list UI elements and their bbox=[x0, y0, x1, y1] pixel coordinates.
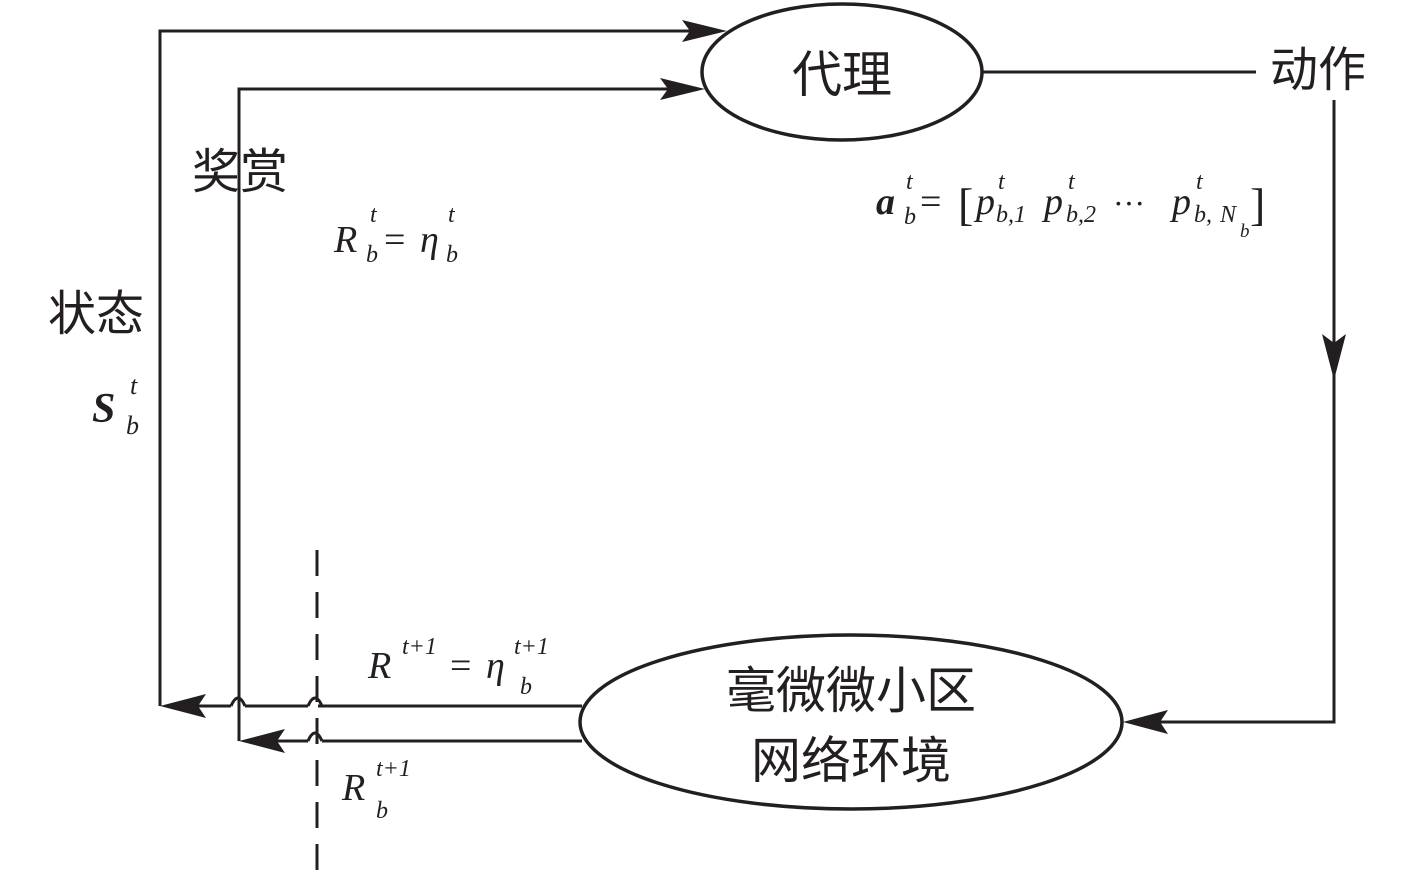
pN-sub: N bbox=[1219, 202, 1238, 228]
arrowhead-state-out bbox=[160, 694, 206, 718]
state-t-S: S bbox=[92, 386, 115, 432]
agent-node: 代理 bbox=[700, 2, 984, 142]
reward-b-t1-sub: b bbox=[376, 798, 388, 824]
state-label: 状态 bbox=[48, 286, 144, 342]
reward-b-t1-R: R bbox=[341, 767, 365, 809]
environment-label-line2: 网络环境 bbox=[751, 732, 951, 790]
reward-t1-R: R bbox=[367, 645, 391, 687]
reward-line-hop-dashed bbox=[306, 731, 324, 742]
state-t-sup: t bbox=[130, 371, 138, 400]
action-label: 动作 bbox=[1270, 42, 1366, 98]
reward-t-eta-sup: t bbox=[448, 202, 456, 228]
p1-symbol: p bbox=[973, 181, 995, 223]
reward-t-eq: = bbox=[384, 219, 405, 261]
action-line bbox=[982, 70, 1336, 724]
action-rbracket: ] bbox=[1250, 179, 1265, 230]
arrowhead-action-down bbox=[1322, 334, 1346, 380]
reward-t-eta-sub: b bbox=[446, 242, 458, 268]
reward-label: 奖赏 bbox=[192, 144, 288, 200]
environment-label-line1: 毫微微小区 bbox=[726, 662, 976, 720]
ellipsis: ··· bbox=[1113, 185, 1145, 221]
action-symbol: a bbox=[876, 181, 895, 223]
p2-sub: b,2 bbox=[1066, 202, 1096, 228]
action-equals: = bbox=[920, 181, 941, 223]
pN-sup: t bbox=[1196, 169, 1204, 195]
action-sub: b bbox=[904, 204, 916, 230]
reward-t-formula: R t b = η t b bbox=[333, 202, 458, 268]
arrowhead-state-to-agent bbox=[682, 20, 727, 42]
agent-ellipse bbox=[700, 2, 984, 142]
reward-t1-R-sup: t+1 bbox=[402, 634, 437, 660]
action-sup: t bbox=[906, 169, 914, 195]
state-line-hop-dashed bbox=[306, 696, 324, 707]
p2-symbol: p bbox=[1041, 181, 1063, 223]
state-t-formula: S t b bbox=[92, 371, 139, 440]
p1-sup: t bbox=[998, 169, 1006, 195]
reward-b-t1-sup: t+1 bbox=[376, 756, 411, 782]
pN-sub-prefix: b, bbox=[1194, 202, 1212, 228]
state-line bbox=[158, 29, 700, 708]
reward-t1-eta-sup: t+1 bbox=[514, 634, 549, 660]
reward-t1-eta: η bbox=[486, 645, 505, 687]
state-t-sub: b bbox=[126, 411, 139, 440]
arrowhead-reward-out bbox=[239, 729, 285, 753]
p2-sup: t bbox=[1068, 169, 1076, 195]
environment-node: 毫微微小区 网络环境 bbox=[578, 633, 1124, 811]
reward-t-R: R bbox=[333, 219, 357, 261]
reward-t-R-sub: b bbox=[366, 242, 378, 268]
arrowhead-action-to-env bbox=[1123, 710, 1168, 734]
pN-symbol: p bbox=[1169, 181, 1191, 223]
reward-line bbox=[237, 87, 668, 743]
arrowhead-reward-to-agent bbox=[660, 78, 705, 100]
reward-t1-eta-sub: b bbox=[520, 674, 532, 700]
reward-t-R-sup: t bbox=[370, 202, 378, 228]
reward-t-eta: η bbox=[420, 219, 439, 261]
reward-b-t1-formula: R t+1 b bbox=[341, 756, 411, 824]
p1-sub: b,1 bbox=[996, 202, 1026, 228]
action-lbracket: [ bbox=[958, 179, 973, 230]
reward-t1-formula: R t+1 = η t+1 b bbox=[367, 634, 549, 700]
action-vector-formula: a t b = [ p t b,1 p t b,2 ··· p t b, N b… bbox=[876, 169, 1265, 242]
environment-ellipse bbox=[578, 633, 1124, 811]
reward-t1-eq: = bbox=[450, 645, 471, 687]
pN-subsub: b bbox=[1240, 221, 1250, 242]
agent-label: 代理 bbox=[792, 46, 892, 104]
